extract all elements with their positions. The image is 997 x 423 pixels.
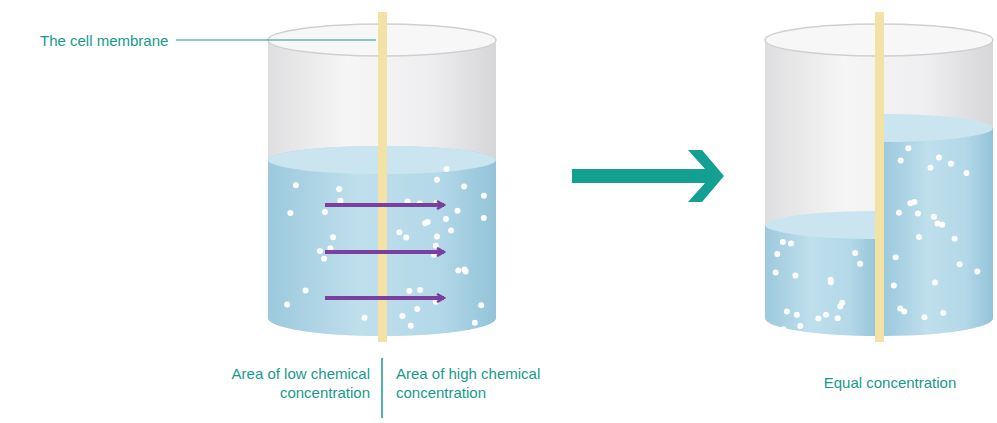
particle (448, 228, 454, 234)
particle (399, 313, 405, 319)
particle (322, 209, 328, 215)
particle (815, 316, 821, 322)
particle (774, 251, 780, 257)
particle (857, 261, 863, 267)
particle (434, 234, 440, 240)
particle (921, 314, 927, 320)
particle (915, 210, 921, 216)
particle (928, 165, 934, 171)
particle (835, 315, 841, 321)
particle (839, 300, 845, 306)
particle (303, 288, 309, 294)
right-beaker (765, 12, 993, 342)
left-beaker (268, 12, 496, 342)
particle (940, 310, 946, 316)
particle (317, 248, 323, 254)
particle (472, 320, 478, 326)
particle (823, 312, 829, 318)
particle (443, 216, 449, 222)
leader-line (176, 39, 376, 40)
particle (455, 267, 461, 273)
particle (828, 279, 834, 285)
particle (932, 280, 938, 286)
particle (781, 326, 787, 332)
particle (916, 234, 922, 240)
particle (481, 215, 487, 221)
process-arrow (572, 150, 724, 202)
particle (773, 269, 779, 275)
particle (905, 145, 911, 151)
particle (406, 288, 412, 294)
particle (784, 308, 790, 314)
region-label: Area of high chemical concentration (396, 364, 556, 402)
divider-line (381, 358, 383, 418)
particle (293, 182, 299, 188)
particle (797, 323, 803, 329)
particle (893, 254, 899, 260)
part-label: The cell membrane (40, 31, 172, 50)
particle (461, 184, 467, 190)
particle (896, 210, 902, 216)
particle (952, 236, 958, 242)
particle (455, 208, 461, 214)
particle (974, 268, 980, 274)
particle (287, 210, 293, 216)
region-label: Equal concentration (815, 373, 965, 392)
particle (336, 186, 342, 192)
particle (422, 220, 428, 226)
particle (939, 222, 945, 228)
particle (478, 302, 484, 308)
particle (481, 193, 487, 199)
particle (408, 323, 414, 329)
particle (362, 315, 368, 321)
particle (948, 161, 954, 167)
particle (414, 306, 420, 312)
particle (852, 250, 858, 256)
particle (901, 309, 907, 315)
particle (936, 155, 942, 161)
particle (321, 256, 327, 262)
region-label: Area of low chemical concentration (225, 364, 370, 402)
particle (891, 283, 897, 289)
particle (964, 170, 970, 176)
particle (788, 240, 794, 246)
particle (330, 234, 336, 240)
particle (434, 177, 440, 183)
particle (898, 157, 904, 163)
particle (792, 272, 798, 278)
particle (417, 287, 423, 293)
particle (444, 166, 450, 172)
particle (462, 266, 468, 272)
particle (284, 302, 290, 308)
particle (907, 200, 913, 206)
particle (931, 214, 937, 220)
particle (433, 243, 439, 249)
particle (403, 234, 409, 240)
particle (957, 261, 963, 267)
particle (396, 229, 402, 235)
particle (338, 198, 344, 204)
particle (780, 239, 786, 245)
particle (794, 312, 800, 318)
